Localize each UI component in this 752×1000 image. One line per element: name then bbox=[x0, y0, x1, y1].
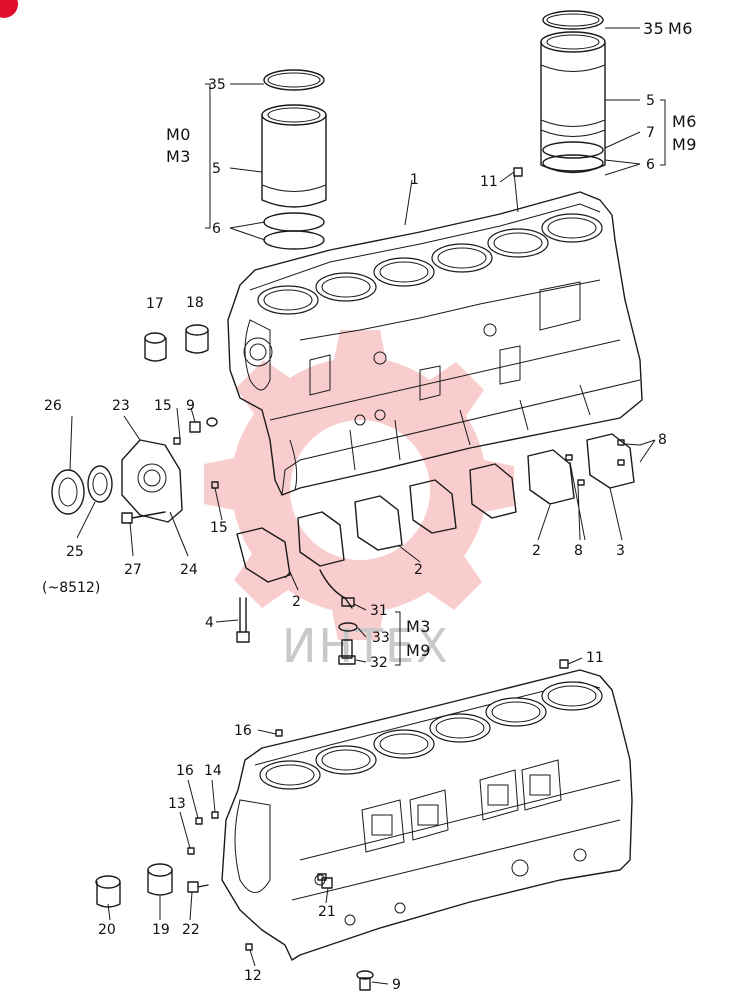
label-18: 18 bbox=[186, 295, 204, 311]
watermark-text: ИНТЕХ bbox=[282, 619, 450, 673]
label-26: 26 bbox=[44, 398, 62, 414]
liner-right bbox=[540, 10, 606, 174]
label-23: 23 bbox=[112, 398, 130, 414]
label-21: 21 bbox=[318, 904, 336, 920]
label-6-right: 6 bbox=[646, 157, 655, 173]
engine-block-bottom bbox=[221, 669, 633, 961]
label-27: 27 bbox=[124, 562, 142, 578]
label-2-a: 2 bbox=[292, 594, 301, 610]
washer-33 bbox=[338, 622, 358, 632]
cylinder-bores bbox=[257, 213, 603, 315]
oil-seal-25 bbox=[87, 465, 113, 503]
label-32: 32 bbox=[370, 655, 388, 671]
label-4: 4 bbox=[205, 615, 214, 631]
label-20: 20 bbox=[98, 922, 116, 938]
cylinder-bores-bottom bbox=[259, 681, 603, 790]
seal-retainer-23 bbox=[121, 439, 183, 523]
label-m3-left: M3 bbox=[166, 147, 191, 166]
bushing-18 bbox=[185, 324, 209, 354]
part-labels: 35 M6 35 M0 M3 5 6 5 M6 7 M9 6 11 1 17 1… bbox=[42, 19, 697, 993]
bolt-4 bbox=[236, 597, 250, 643]
bushing-20 bbox=[95, 875, 121, 908]
label-7: 7 bbox=[646, 125, 655, 141]
label-15-b: 15 bbox=[210, 520, 228, 536]
label-14: 14 bbox=[204, 763, 222, 779]
label-9-b: 9 bbox=[392, 977, 401, 993]
bolt-32 bbox=[338, 639, 356, 665]
label-15-a: 15 bbox=[154, 398, 172, 414]
label-25-note: (~8512) bbox=[42, 580, 100, 596]
label-19: 19 bbox=[152, 922, 170, 938]
label-35-top: 35 bbox=[643, 19, 664, 38]
label-m0: M0 bbox=[166, 125, 191, 144]
plug-9b bbox=[356, 970, 374, 991]
label-11-bottom: 11 bbox=[586, 650, 604, 666]
label-22: 22 bbox=[182, 922, 200, 938]
plug-21 bbox=[317, 873, 333, 889]
label-25: 25 bbox=[66, 544, 84, 560]
watermark-logo: ИНТЕХ bbox=[204, 330, 514, 673]
label-1: 1 bbox=[410, 172, 419, 188]
bolt-27 bbox=[121, 511, 166, 524]
label-31: 31 bbox=[370, 603, 388, 619]
label-2-b: 2 bbox=[414, 562, 423, 578]
label-5-right: 5 bbox=[646, 93, 655, 109]
label-m6-top: M6 bbox=[668, 19, 693, 38]
label-24: 24 bbox=[180, 562, 198, 578]
label-16-b: 16 bbox=[176, 763, 194, 779]
label-33: 33 bbox=[372, 630, 390, 646]
label-m9-mid: M9 bbox=[406, 641, 431, 660]
leader-lines bbox=[69, 27, 666, 985]
label-12: 12 bbox=[244, 968, 262, 984]
label-2-c: 2 bbox=[532, 543, 541, 559]
label-m3-mid: M3 bbox=[406, 617, 431, 636]
label-5-left: 5 bbox=[212, 161, 221, 177]
label-17: 17 bbox=[146, 296, 164, 312]
label-3: 3 bbox=[616, 543, 625, 559]
bearing-caps bbox=[236, 433, 635, 583]
liner-left bbox=[261, 69, 327, 250]
label-m6-right: M6 bbox=[672, 112, 697, 131]
label-m9-right: M9 bbox=[672, 135, 697, 154]
label-6-left: 6 bbox=[212, 221, 221, 237]
label-16-a: 16 bbox=[234, 723, 252, 739]
jet-31 bbox=[319, 569, 355, 609]
label-8-a: 8 bbox=[658, 432, 667, 448]
plug-22 bbox=[187, 881, 209, 893]
label-8-b: 8 bbox=[574, 543, 583, 559]
label-9-a: 9 bbox=[186, 398, 195, 414]
label-11-top: 11 bbox=[480, 174, 498, 190]
corner-badge bbox=[0, 0, 18, 18]
engine-block-top bbox=[227, 191, 643, 496]
label-13: 13 bbox=[168, 796, 186, 812]
bushing-19 bbox=[147, 863, 173, 896]
oil-seal-26 bbox=[51, 469, 85, 515]
bushing-17 bbox=[144, 332, 167, 362]
label-35-left: 35 bbox=[208, 77, 226, 93]
